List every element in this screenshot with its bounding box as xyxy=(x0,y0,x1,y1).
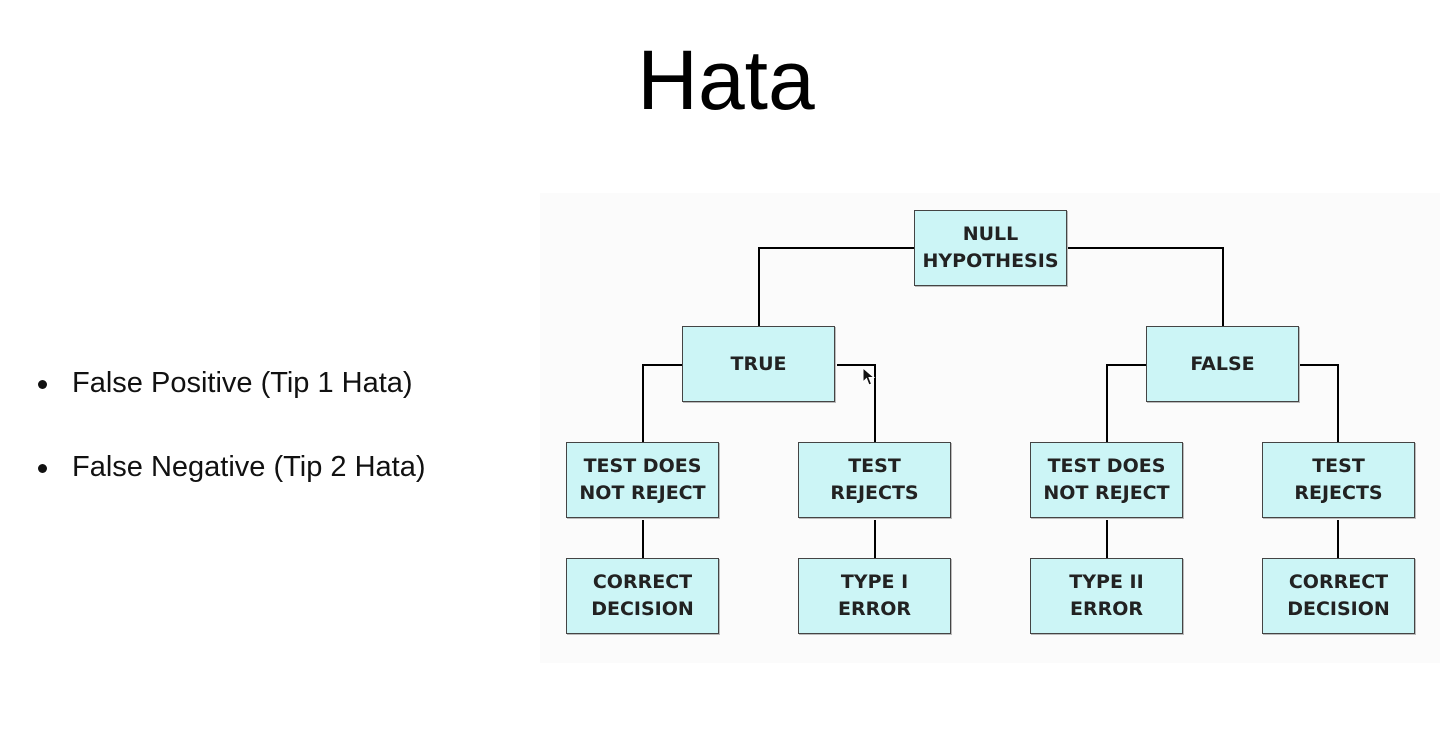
edge-false-rejects xyxy=(1300,364,1339,442)
node-null-hypothesis: NULL HYPOTHESIS xyxy=(914,210,1067,286)
mouse-pointer-icon xyxy=(862,367,876,386)
node-false-test-rejects: TEST REJECTS xyxy=(1262,442,1415,518)
node-false: FALSE xyxy=(1146,326,1299,402)
edge-true-rejects xyxy=(837,364,876,442)
node-type-2-error: TYPE II ERROR xyxy=(1030,558,1183,634)
bullet-item: False Positive (Tip 1 Hata) xyxy=(36,360,426,406)
node-correct-decision-2: CORRECT DECISION xyxy=(1262,558,1415,634)
edge-false-not-reject xyxy=(1106,364,1146,442)
node-true-test-rejects: TEST REJECTS xyxy=(798,442,951,518)
bullet-text-false-positive: False Positive (Tip 1 Hata) xyxy=(72,367,413,399)
node-type-1-error: TYPE I ERROR xyxy=(798,558,951,634)
bullet-list: False Positive (Tip 1 Hata) False Negati… xyxy=(36,360,426,528)
bullet-text-false-negative: False Negative (Tip 2 Hata) xyxy=(72,451,426,483)
bullet-item: False Negative (Tip 2 Hata) xyxy=(36,444,426,490)
node-true: TRUE xyxy=(682,326,835,402)
node-false-test-does-not-reject: TEST DOES NOT REJECT xyxy=(1030,442,1183,518)
edge-root-false xyxy=(1068,247,1224,326)
node-true-test-does-not-reject: TEST DOES NOT REJECT xyxy=(566,442,719,518)
node-correct-decision-1: CORRECT DECISION xyxy=(566,558,719,634)
edge-true-not-reject xyxy=(642,364,682,442)
bullet-dot-icon xyxy=(38,380,47,389)
edge-root-true xyxy=(758,247,914,326)
bullet-dot-icon xyxy=(38,464,47,473)
slide-title: Hata xyxy=(637,33,815,127)
